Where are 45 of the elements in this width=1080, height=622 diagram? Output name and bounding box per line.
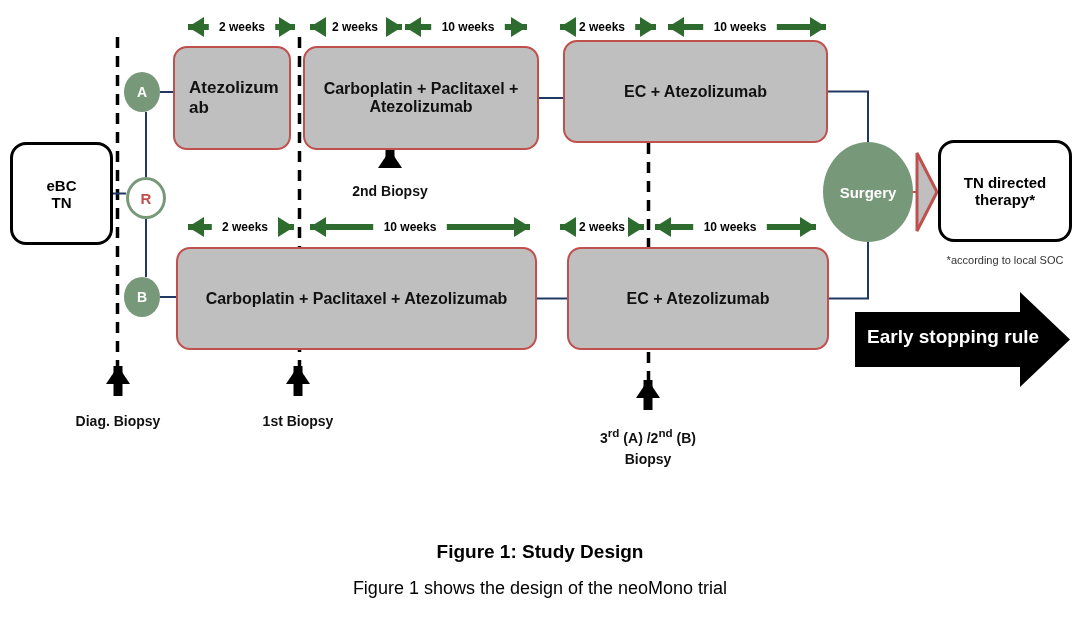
block-arrow (286, 366, 310, 396)
timepoint-line (115, 37, 120, 366)
timepoint-line (646, 143, 651, 380)
figure-caption: Figure 1 shows the design of the neoMono trial (351, 578, 729, 599)
duration-label: 2 weeks (579, 220, 625, 234)
duration-label: 2 weeks (579, 20, 625, 34)
biopsy-label: 2nd Biopsy (345, 180, 435, 202)
chevron-arrow (912, 151, 939, 233)
treatment-box: Carboplatin + Paclitaxel + Atezolizumab (176, 247, 537, 350)
duration-label: 2 weeks (219, 20, 265, 34)
arm-circle: B (124, 277, 160, 317)
connector-line (145, 111, 147, 178)
treatment-box: Atezolizumab (173, 46, 291, 150)
therapy-box: TN directed therapy* (938, 140, 1072, 242)
duration-label: 2 weeks (332, 20, 378, 34)
block-arrow (378, 150, 402, 168)
treatment-box: Carboplatin + Paclitaxel + Atezolizumab (303, 46, 539, 150)
connector-line (536, 297, 568, 300)
connector-line (145, 218, 147, 278)
footnote: *according to local SOC (945, 254, 1065, 266)
treatment-box: EC + Atezolizumab (567, 247, 829, 350)
connector-line (159, 91, 174, 93)
connector-line (827, 90, 869, 143)
biopsy-label: 3$^{rd}$ (A) /2$^{nd}$ (B) Biopsy (588, 424, 708, 468)
block-arrow (636, 380, 660, 410)
connector-line (538, 97, 564, 99)
connector-line (112, 192, 127, 195)
treatment-box: EC + Atezolizumab (563, 40, 828, 143)
start-box: eBC TN (10, 142, 113, 245)
duration-label: 2 weeks (222, 220, 268, 234)
biopsy-label: 1st Biopsy (248, 410, 348, 432)
arm-circle: A (124, 72, 160, 112)
duration-label: 10 weeks (703, 220, 757, 234)
block-arrow (106, 366, 130, 396)
randomization-circle: R (126, 177, 166, 219)
biopsy-label: Diag. Biopsy (68, 410, 168, 432)
arrow-label: Early stopping rule (867, 326, 1040, 348)
duration-label: 10 weeks (713, 20, 767, 34)
surgery-circle: Surgery (823, 142, 913, 242)
connector-line (828, 241, 869, 300)
duration-label: 10 weeks (383, 220, 437, 234)
duration-label: 10 weeks (441, 20, 495, 34)
figure-title: Figure 1: Study Design (435, 541, 645, 563)
block-arrow (855, 292, 1070, 387)
connector-line (159, 296, 177, 298)
